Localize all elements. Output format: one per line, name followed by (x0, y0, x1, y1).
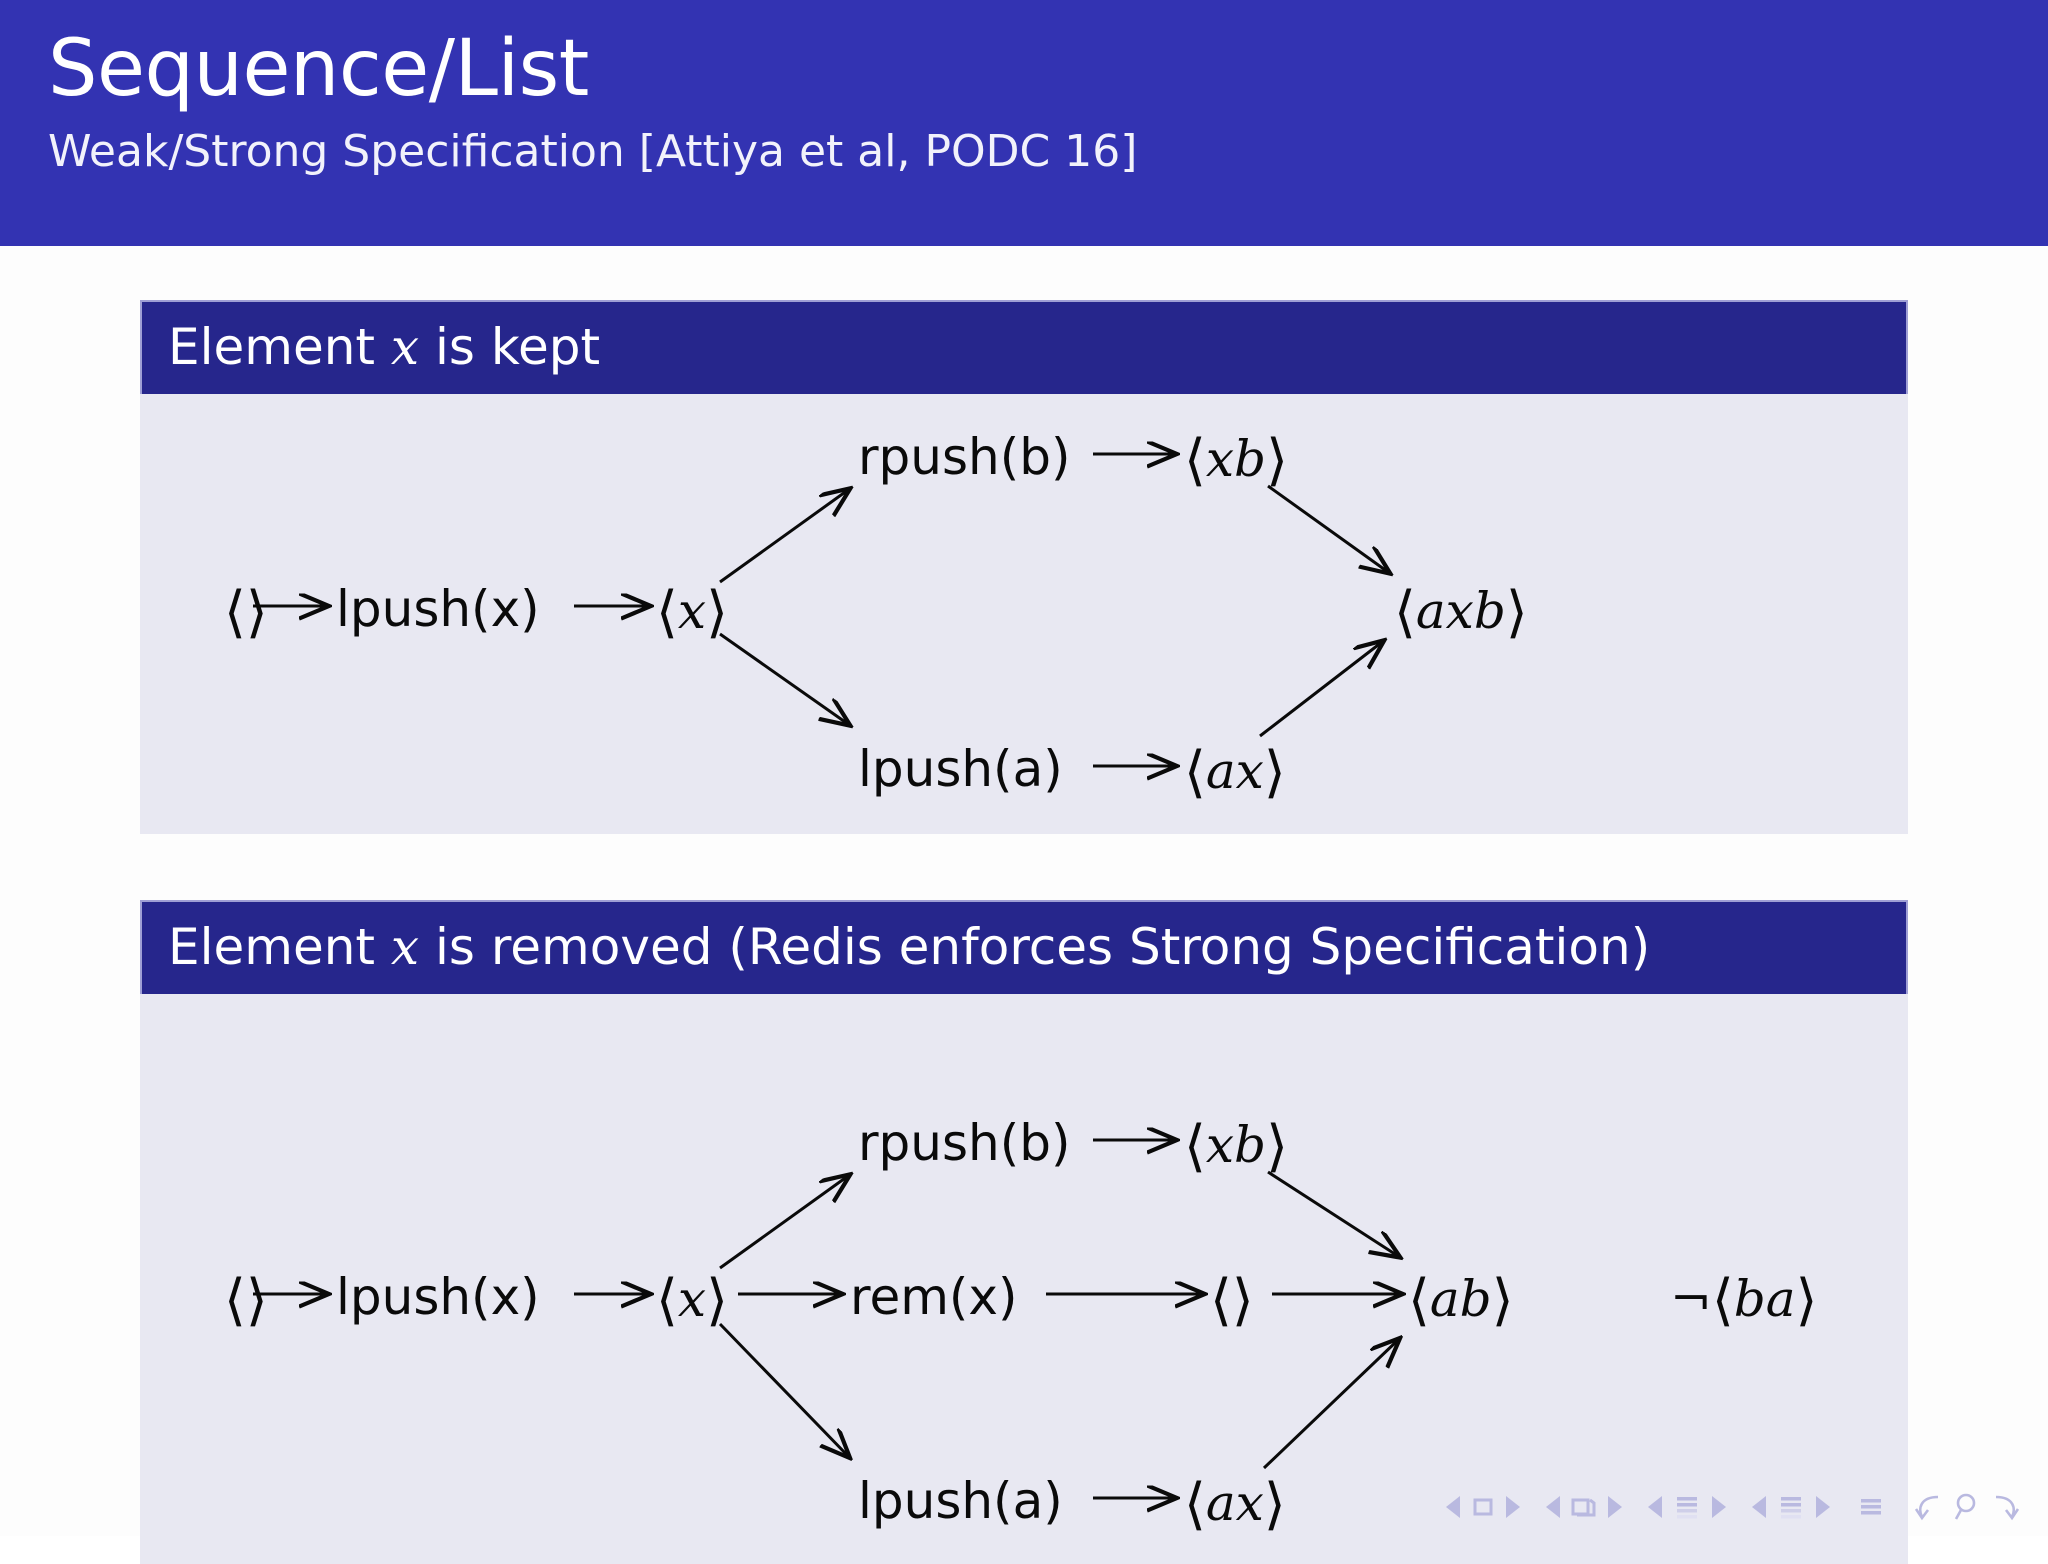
next-subsection-icon[interactable] (1712, 1496, 1726, 1518)
node-seq-xb: ⟨xb⟩ (1184, 428, 1288, 493)
node-lpush-x: lpush(x) (336, 1268, 540, 1326)
node-rpush-b: rpush(b) (858, 428, 1071, 486)
slide-title-bar: Sequence/List Weak/Strong Specification … (0, 0, 2048, 246)
node-seq-ab: ⟨ab⟩ (1408, 1268, 1514, 1333)
prev-frame-icon[interactable] (1546, 1496, 1560, 1518)
subsection-icon[interactable] (1672, 1493, 1702, 1521)
block-title-variable: x (390, 918, 420, 976)
block-body-element-kept: ⟨⟩ lpush(x) ⟨x⟩ rpush(b) ⟨xb⟩ lpush(a) ⟨… (140, 394, 1908, 834)
next-section-icon[interactable] (1816, 1496, 1830, 1518)
node-empty-0: ⟨⟩ (224, 580, 268, 645)
forward-icon[interactable] (1986, 1491, 2022, 1523)
block-title-prefix: Element (168, 918, 391, 976)
nav-group-subsection[interactable] (1648, 1493, 1726, 1521)
nav-group-toc[interactable] (1856, 1493, 1886, 1521)
node-seq-ax: ⟨ax⟩ (1184, 740, 1286, 805)
next-slide-icon[interactable] (1506, 1496, 1520, 1518)
next-frame-icon[interactable] (1608, 1496, 1622, 1518)
nav-group-frame[interactable] (1546, 1494, 1622, 1520)
node-seq-ax: ⟨ax⟩ (1184, 1472, 1286, 1537)
node-rem-x: rem(x) (850, 1268, 1018, 1326)
page-subtitle: Weak/Strong Specification [Attiya et al,… (48, 126, 1138, 177)
prev-slide-icon[interactable] (1446, 1496, 1460, 1518)
node-lpush-a: lpush(a) (858, 1472, 1063, 1530)
node-seq-axb: ⟨axb⟩ (1394, 580, 1528, 645)
block-title-suffix: is removed (Redis enforces Strong Specif… (419, 918, 1651, 976)
node-lpush-x: lpush(x) (336, 580, 540, 638)
node-empty-1: ⟨⟩ (1210, 1268, 1254, 1333)
node-rpush-b: rpush(b) (858, 1114, 1071, 1172)
block-title-element-removed: Element x is removed (Redis enforces Str… (140, 900, 1908, 994)
node-lpush-a: lpush(a) (858, 740, 1063, 798)
block-element-kept: Element x is kept (140, 300, 1908, 834)
block-title-variable: x (390, 318, 420, 376)
nav-group-slide[interactable] (1446, 1494, 1520, 1520)
nav-group-section[interactable] (1752, 1493, 1830, 1521)
prev-subsection-icon[interactable] (1648, 1496, 1662, 1518)
block-title-suffix: is kept (419, 318, 601, 376)
block-element-removed: Element x is removed (Redis enforces Str… (140, 900, 1908, 1564)
back-icon[interactable] (1912, 1491, 1948, 1523)
block-title-element-kept: Element x is kept (140, 300, 1908, 394)
slide-icon[interactable] (1470, 1494, 1496, 1520)
frame-icon[interactable] (1570, 1494, 1598, 1520)
search-icon[interactable] (1952, 1491, 1982, 1523)
node-seq-x: ⟨x⟩ (656, 1268, 728, 1333)
page-title: Sequence/List (48, 24, 589, 114)
block-body-element-removed: ⟨⟩ lpush(x) ⟨x⟩ rem(x) ⟨⟩ ⟨ab⟩ rpush(b) … (140, 994, 1908, 1564)
section-icon[interactable] (1776, 1493, 1806, 1521)
prev-section-icon[interactable] (1752, 1496, 1766, 1518)
nav-group-history[interactable] (1912, 1491, 2022, 1523)
block-title-prefix: Element (168, 318, 391, 376)
node-seq-xb: ⟨xb⟩ (1184, 1114, 1288, 1179)
beamer-navigation-bar[interactable] (0, 1478, 2048, 1536)
node-empty-0: ⟨⟩ (224, 1268, 268, 1333)
node-not-seq-ba: ¬⟨ba⟩ (1670, 1268, 1818, 1333)
node-seq-x: ⟨x⟩ (656, 580, 728, 645)
toc-icon[interactable] (1856, 1493, 1886, 1521)
